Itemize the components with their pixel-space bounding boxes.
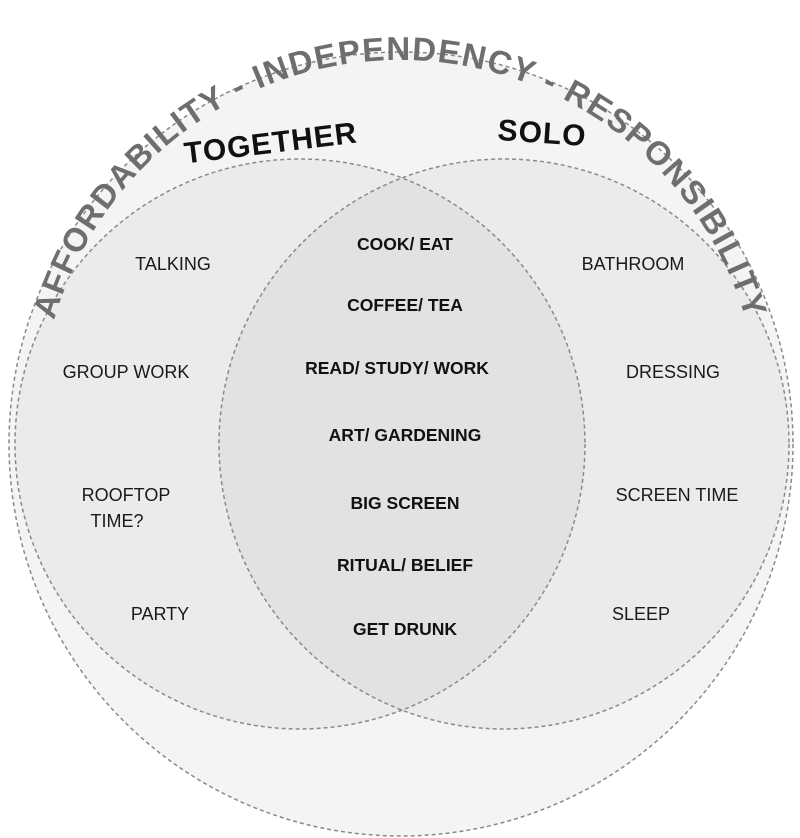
overlap-item-cook-eat: COOK/ EAT <box>357 234 453 254</box>
together-item-rooftop: ROOFTOP <box>82 485 171 505</box>
overlap-item-get-drunk: GET DRUNK <box>353 619 457 639</box>
overlap-region <box>219 159 585 729</box>
together-item-talking: TALKING <box>135 254 211 274</box>
solo-item-bathroom: BATHROOM <box>582 254 685 274</box>
solo-item-sleep: SLEEP <box>612 604 670 624</box>
overlap-item-coffee-tea: COFFEE/ TEA <box>347 295 463 315</box>
overlap-item-ritual-belief: RITUAL/ BELIEF <box>337 555 473 575</box>
overlap-item-big-screen: BIG SCREEN <box>351 493 460 513</box>
solo-circle-outline <box>218 158 790 730</box>
together-circle-outline <box>14 158 586 730</box>
solo-item-screen-time: SCREEN TIME <box>616 485 739 505</box>
overlap-item-read-study-work: READ/ STUDY/ WORK <box>305 358 489 378</box>
overlap-item-art-gardening: ART/ GARDENING <box>329 425 482 445</box>
solo-item-dressing: DRESSING <box>626 362 720 382</box>
together-item-party: PARTY <box>131 604 189 624</box>
together-item-rooftop-time: TIME? <box>90 511 143 531</box>
together-item-group-work: GROUP WORK <box>63 362 190 382</box>
solo-title: SOLO <box>497 114 588 153</box>
